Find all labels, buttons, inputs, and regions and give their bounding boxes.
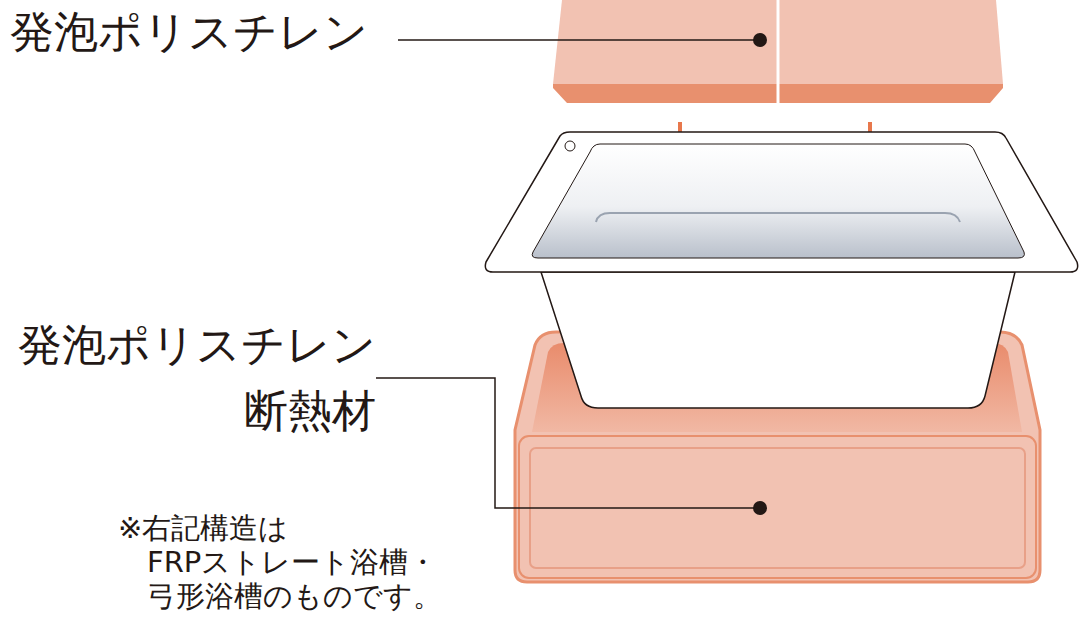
part-label: 発泡ポリスチレン [10, 6, 400, 59]
leader-dots [753, 33, 767, 515]
bathtub [485, 132, 1077, 408]
foam-lid [553, 0, 1003, 104]
note-text: ※右記構造は FRPストレート浴槽・弓形浴槽のものです。 [118, 512, 507, 614]
leader-lines [376, 40, 760, 508]
part-label: 発泡ポリスチレン 断熱材 [4, 312, 376, 444]
